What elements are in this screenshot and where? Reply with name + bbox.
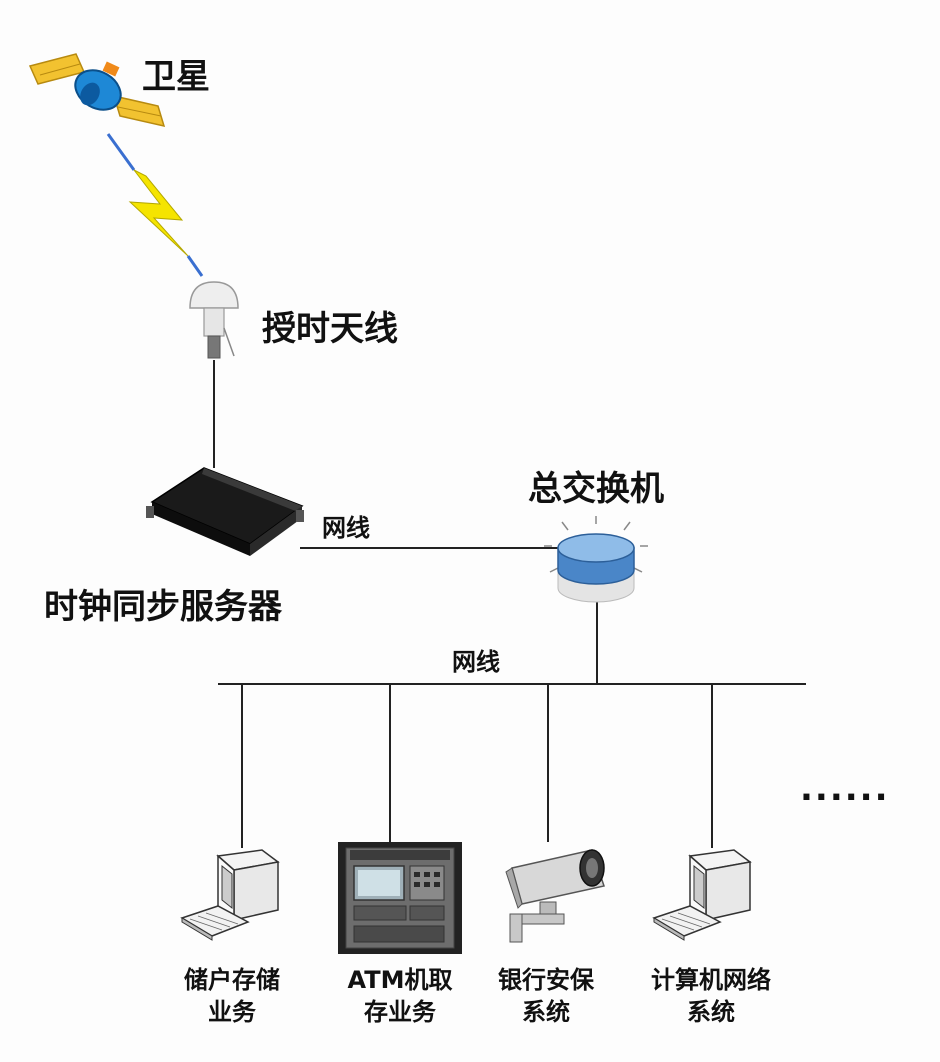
pc-icon: [652, 849, 752, 941]
endpoint-label-security: 银行安保 系统: [476, 968, 616, 1024]
endpoint-label-savings: 储户存储 业务: [162, 968, 302, 1024]
antenna-icon: [189, 281, 239, 359]
camera-icon: [505, 849, 605, 943]
endpoint-label-atm-line2: 存业务: [364, 998, 436, 1026]
endpoint-label-security-line1: 银行安保: [498, 966, 594, 994]
cable-label-bus: 网线: [452, 648, 500, 676]
switch-icon: [544, 516, 648, 603]
endpoint-label-atm-line1: ATM机取: [347, 966, 453, 994]
main-switch-label: 总交换机: [528, 469, 664, 509]
atm-icon: [338, 842, 462, 954]
endpoint-label-security-line2: 系统: [522, 998, 570, 1026]
satellite-label: 卫星: [142, 57, 210, 97]
more-devices-ellipsis: ......: [800, 769, 890, 809]
endpoint-label-network-line1: 计算机网络: [651, 966, 771, 994]
server-icon: [146, 467, 304, 556]
antenna-label: 授时天线: [262, 309, 398, 349]
lightning-icon: [106, 133, 204, 277]
endpoint-label-network-line2: 系统: [687, 998, 735, 1026]
cable-label-server-switch: 网线: [322, 514, 370, 542]
endpoint-label-atm: ATM机取 存业务: [322, 968, 478, 1024]
satellite-icon: [28, 53, 166, 128]
endpoint-label-network: 计算机网络 系统: [626, 968, 796, 1024]
endpoint-label-savings-line2: 业务: [208, 998, 256, 1026]
clock-server-label: 时钟同步服务器: [44, 587, 282, 627]
pc-icon: [180, 849, 280, 941]
endpoint-label-savings-line1: 储户存储: [184, 966, 280, 994]
